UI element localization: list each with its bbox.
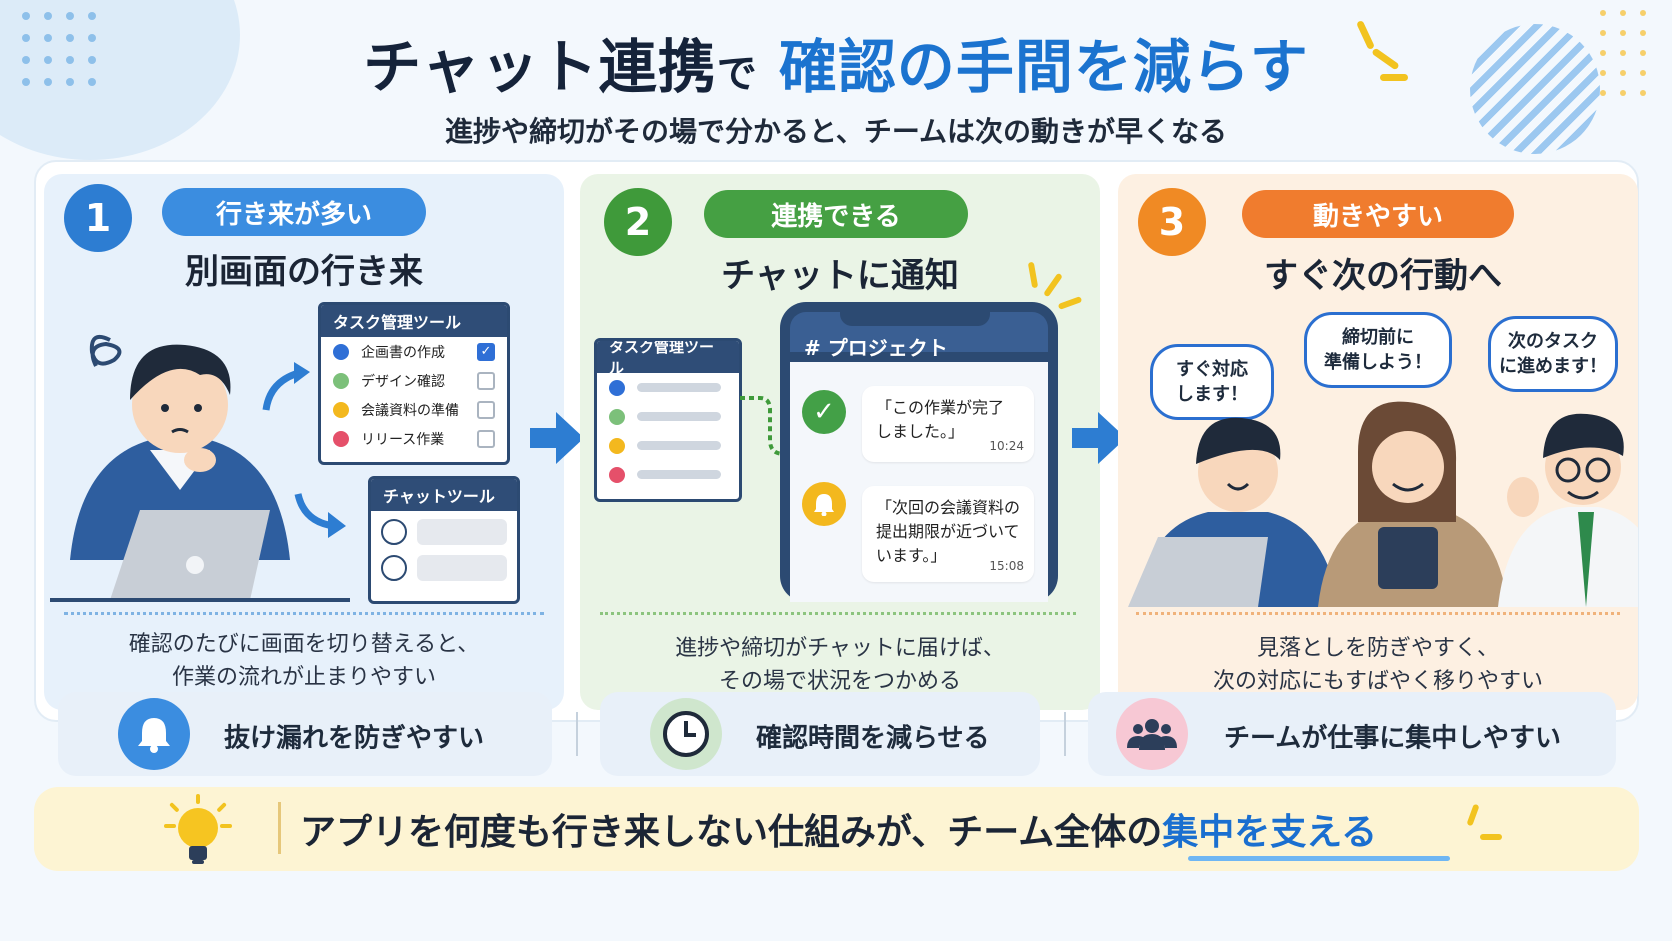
chat-message[interactable]: 「次回の会議資料の提出期限が近づいています。」 15:08 [862,486,1034,582]
dot-grid-decoration-right [1600,10,1646,96]
arrow-down-icon [294,493,346,538]
chat-tool-window: チャットツール [368,476,520,604]
sparkle-icon [1480,834,1502,840]
confused-worker-illustration [50,335,350,602]
benefit-label-3: チームが仕事に集中しやすい [1224,723,1561,754]
task-item[interactable]: デザイン確認 [321,366,507,395]
avatar-icon [381,519,407,545]
team-icon [1116,698,1188,770]
divider [600,612,1076,615]
check-circle-icon: ✓ [802,390,846,434]
bell-icon [118,698,190,770]
task-tool-small-window: タスク管理ツール [594,338,742,502]
message-placeholder [417,555,507,581]
arrow-up-icon [262,362,310,411]
step-3-pill: 動きやすい [1242,190,1514,238]
message-placeholder [417,519,507,545]
task-tool-window: タスク管理ツール 企画書の作成 デザイン確認 会議資料の準備 リリース作業 [318,302,510,465]
task-item[interactable]: 会議資料の準備 [321,395,507,424]
arrow-right-icon [530,412,584,464]
banner-text: アプリを何度も行き来しない仕組みが、チーム全体の集中を支える [300,812,1378,853]
divider [278,802,281,854]
task-tool-small-title: タスク管理ツール [597,341,739,377]
speech-bubble-left: すぐ対応します！ [1150,344,1274,420]
step-1-number: 1 [64,184,132,252]
benefit-label-1: 抜け漏れを防ぎやすい [224,723,485,754]
sparkle-icon [1380,74,1408,81]
striped-circle-decoration [1470,24,1600,154]
checkbox-checked[interactable] [477,342,495,361]
task-item[interactable]: リリース作業 [321,424,507,453]
task-item[interactable]: 企画書の作成 [321,337,507,366]
checkbox[interactable] [477,429,495,448]
speech-bubble-middle: 締切前に準備しよう！ [1304,312,1452,388]
bell-icon [802,482,846,526]
divider [64,612,544,615]
channel-name: # プロジェクト [804,336,948,360]
message-time: 15:08 [989,559,1024,573]
step-2-caption: 進捗や締切がチャットに届けば、その場で状況をつかめる [675,636,1005,694]
divider [1064,712,1066,756]
divider [576,712,578,756]
checkbox[interactable] [477,371,495,390]
message-time: 10:24 [989,439,1024,453]
step-2-pill: 連携できる [704,190,968,238]
step-3-caption: 見落としを防ぎやすく、次の対応にもすばやく移りやすい [1212,636,1543,694]
step-1-pill: 行き来が多い [162,188,426,236]
step-3-number: 3 [1138,188,1206,256]
emphasis-underline [1188,856,1450,861]
speech-bubble-right: 次のタスクに進めます！ [1488,316,1618,392]
step-2-number: 2 [604,188,672,256]
page-subtitle: 進捗や締切がその場で分かると、チームは次の動きが早くなる [444,115,1228,148]
dot-grid-decoration [22,12,96,86]
benefit-label-2: 確認時間を減らせる [756,723,990,754]
avatar-icon [381,555,407,581]
divider [1136,612,1620,615]
team-illustration [1128,401,1638,607]
chat-tool-title: チャットツール [371,479,517,511]
step-1-heading: 別画面の行き来 [185,252,423,292]
arrow-right-icon [1072,412,1126,464]
task-tool-title: タスク管理ツール [321,305,507,337]
chat-message[interactable]: 「この作業が完了しました。」 10:24 [862,386,1034,462]
step-2-heading: チャットに通知 [721,256,959,296]
step-1-caption: 確認のたびに画面を切り替えると、作業の流れが止まりやすい [128,632,480,690]
page-title: チャット連携で 確認の手間を減らす [363,33,1309,101]
clock-icon [650,698,722,770]
step-3-heading: すぐ次の行動へ [1264,256,1502,296]
lightbulb-icon [164,794,232,864]
checkbox[interactable] [477,400,495,419]
